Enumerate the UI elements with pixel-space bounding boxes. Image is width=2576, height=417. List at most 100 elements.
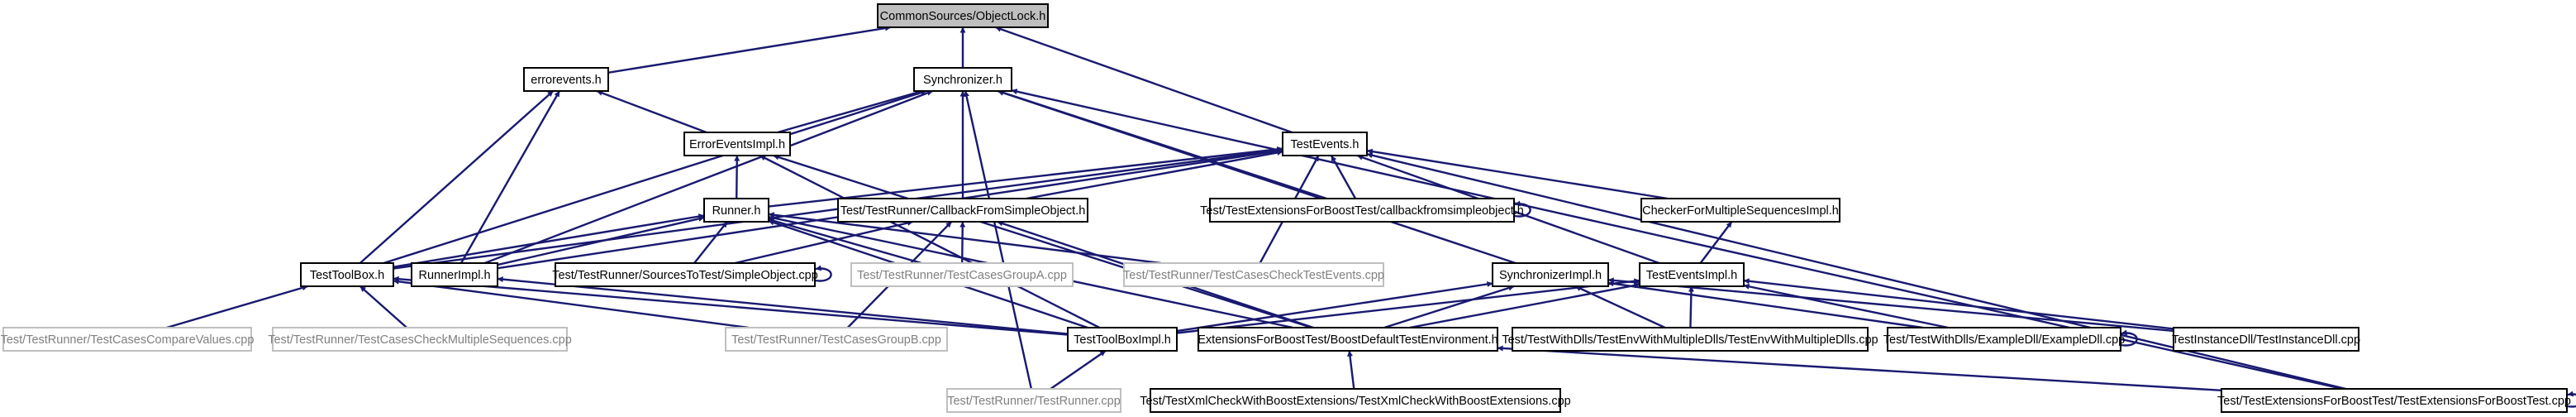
node-runner-label: Runner.h bbox=[712, 204, 761, 218]
node-testcasesgroupb[interactable]: Test/TestRunner/TestCasesGroupB.cpp bbox=[725, 327, 948, 352]
node-synchronizer-label: Synchronizer.h bbox=[923, 74, 1002, 87]
edge-sourcestotest-to-callbackfromsimpleobject bbox=[735, 220, 914, 265]
edge-runnerimpl-to-synchronizer bbox=[484, 89, 933, 265]
edge-testcasesgroupb-to-testtoolbox bbox=[393, 278, 749, 329]
node-synchronizerimpl-label: SynchronizerImpl.h bbox=[1499, 269, 1602, 282]
node-callbackfromsimpleobject[interactable]: Test/TestRunner/CallbackFromSimpleObject… bbox=[837, 198, 1088, 223]
node-testextensionsforboosttest[interactable]: Test/TestExtensionsForBoostTest/TestExte… bbox=[2217, 388, 2571, 413]
node-testeventsimpl[interactable]: TestEventsImpl.h bbox=[1639, 262, 1745, 287]
node-testcaseschecktestevents-label: Test/TestRunner/TestCasesCheckTestEvents… bbox=[1123, 269, 1384, 282]
edge-runnerimpl-to-errorevents bbox=[459, 90, 561, 264]
edge-testeventsimpl-to-checkerformultiple bbox=[1699, 221, 1733, 264]
node-synchronizerimpl[interactable]: SynchronizerImpl.h bbox=[1492, 262, 1609, 287]
node-callbackfromsimpleobject-boost-label: Test/TestExtensionsForBoostTest/callback… bbox=[1200, 204, 1524, 218]
node-testevents[interactable]: TestEvents.h bbox=[1282, 132, 1368, 156]
edge-exampledll-to-testeventsimpl bbox=[1743, 283, 1949, 329]
node-objectlock-label: CommonSources/ObjectLock.h bbox=[880, 10, 1046, 23]
edge-testcasescomparevalues-to-testtoolbox bbox=[166, 285, 308, 329]
node-testrunner[interactable]: Test/TestRunner/TestRunner.cpp bbox=[946, 388, 1121, 413]
edge-sourcestotest-to-sourcestotest bbox=[814, 265, 832, 282]
edge-testtoolboximpl-to-erroreventsimpl bbox=[759, 154, 1100, 329]
node-testeventsimpl-label: TestEventsImpl.h bbox=[1646, 269, 1737, 282]
node-extensionsforboost[interactable]: ExtensionsForBoostTest/BoostDefaultTestE… bbox=[1198, 327, 1498, 352]
edge-testinstancedll-to-synchronizerimpl bbox=[1607, 277, 2174, 333]
node-testrunner-label: Test/TestRunner/TestRunner.cpp bbox=[947, 395, 1121, 408]
edge-testtoolbox-to-errorevents bbox=[359, 90, 555, 264]
edge-testenvwithmultipledlls-to-testeventsimpl bbox=[1688, 285, 1694, 328]
edge-errorevents-to-objectlock bbox=[607, 25, 892, 74]
node-callbackfromsimpleobject-boost[interactable]: Test/TestExtensionsForBoostTest/callback… bbox=[1200, 198, 1524, 223]
edge-testextensionsforboosttest-to-testextensionsforboosttest bbox=[2566, 391, 2576, 408]
node-runner[interactable]: Runner.h bbox=[703, 198, 769, 223]
node-testcasesgroupb-label: Test/TestRunner/TestCasesGroupB.cpp bbox=[731, 333, 941, 347]
node-testcasescomparevalues[interactable]: Test/TestRunner/TestCasesCompareValues.c… bbox=[1, 327, 255, 352]
node-testxmlcheck-label: Test/TestXmlCheckWithBoostExtensions/Tes… bbox=[1140, 395, 1570, 408]
edge-sourcestotest-to-runner bbox=[693, 221, 728, 264]
edge-runner-to-erroreventsimpl bbox=[734, 155, 740, 199]
edge-testtoolbox-to-runner bbox=[393, 213, 705, 268]
node-testxmlcheck[interactable]: Test/TestXmlCheckWithBoostExtensions/Tes… bbox=[1140, 388, 1571, 413]
node-testtoolboximpl[interactable]: TestToolBoxImpl.h bbox=[1067, 327, 1178, 352]
node-testextensionsforboosttest-label: Test/TestExtensionsForBoostTest/TestExte… bbox=[2217, 395, 2571, 408]
node-objectlock[interactable]: CommonSources/ObjectLock.h bbox=[877, 3, 1049, 28]
node-testevents-label: TestEvents.h bbox=[1290, 138, 1359, 151]
edge-runner-to-testevents bbox=[768, 146, 1283, 208]
node-errorevents-label: errorevents.h bbox=[531, 74, 601, 87]
edge-exampledll-to-synchronizerimpl bbox=[1607, 280, 1923, 329]
edge-testtoolboximpl-to-runnerimpl bbox=[497, 276, 1069, 335]
node-testcasescomparevalues-label: Test/TestRunner/TestCasesCompareValues.c… bbox=[1, 333, 255, 347]
edge-testcasesgroupa-to-runner bbox=[768, 218, 922, 265]
edge-exampledll-to-exampledll bbox=[2120, 329, 2138, 347]
node-runnerimpl-label: RunnerImpl.h bbox=[418, 269, 490, 282]
edge-extensionsforboost-to-erroreventsimpl bbox=[773, 154, 1312, 329]
node-callbackfromsimpleobject-label: Test/TestRunner/CallbackFromSimpleObject… bbox=[840, 204, 1086, 218]
node-exampledll[interactable]: Test/TestWithDlls/ExampleDll/ExampleDll.… bbox=[1883, 327, 2126, 352]
edge-testtoolbox-to-synchronizer bbox=[383, 89, 927, 265]
node-errorevents[interactable]: errorevents.h bbox=[523, 67, 609, 92]
edge-extensionsforboost-to-testeventsimpl bbox=[1409, 282, 1640, 329]
edge-testtoolboximpl-to-testeventsimpl bbox=[1176, 278, 1640, 334]
node-synchronizer[interactable]: Synchronizer.h bbox=[913, 67, 1012, 92]
node-sourcestotest-label: Test/TestRunner/SourcesToTest/SimpleObje… bbox=[552, 269, 818, 282]
node-erroreventsimpl-label: ErrorEventsImpl.h bbox=[689, 138, 785, 151]
node-extensionsforboost-label: ExtensionsForBoostTest/BoostDefaultTestE… bbox=[1198, 333, 1498, 347]
node-testinstancedll-label: TestInstanceDll/TestInstanceDll.cpp bbox=[2172, 333, 2360, 347]
edge-testextensionsforboosttest-to-extensionsforboost bbox=[1497, 345, 2222, 391]
edge-testinstancedll-to-testeventsimpl bbox=[1743, 278, 2174, 330]
edge-checkerformultiple-to-testevents bbox=[1366, 148, 1669, 200]
node-sourcestotest[interactable]: Test/TestRunner/SourcesToTest/SimpleObje… bbox=[552, 262, 818, 287]
node-testtoolboximpl-label: TestToolBoxImpl.h bbox=[1074, 333, 1171, 347]
node-testcasesgroupa-label: Test/TestRunner/TestCasesGroupA.cpp bbox=[857, 269, 1067, 282]
node-testenvwithmultipledlls-label: Test/TestWithDlls/TestEnvWithMultipleDll… bbox=[1502, 333, 1878, 347]
node-exampledll-label: Test/TestWithDlls/ExampleDll/ExampleDll.… bbox=[1883, 333, 2126, 347]
node-testcasescheckmultiple-label: Test/TestRunner/TestCasesCheckMultipleSe… bbox=[268, 333, 572, 347]
edge-callbackfromsimpleobject_boost-to-callbackfromsimpleobject_boost bbox=[1513, 200, 1531, 218]
edge-erroreventsimpl-to-synchronizer bbox=[777, 89, 923, 134]
edge-testrunner-to-synchronizer bbox=[964, 90, 1033, 390]
edge-testenvwithmultipledlls-to-synchronizerimpl bbox=[1574, 285, 1666, 329]
node-checkerformultiple-label: CheckerForMultipleSequencesImpl.h bbox=[1642, 204, 1839, 218]
edge-testrunner-to-testtoolboximpl bbox=[1050, 350, 1107, 390]
node-testcasescheckmultiple[interactable]: Test/TestRunner/TestCasesCheckMultipleSe… bbox=[268, 327, 572, 352]
node-erroreventsimpl[interactable]: ErrorEventsImpl.h bbox=[683, 132, 791, 156]
edge-synchronizerimpl-to-synchronizer bbox=[997, 89, 1517, 265]
node-testinstancedll[interactable]: TestInstanceDll/TestInstanceDll.cpp bbox=[2172, 327, 2360, 352]
nodes-layer: CommonSources/ObjectLock.h errorevents.h… bbox=[1, 3, 2571, 413]
edge-testtoolboximpl-to-testtoolbox bbox=[393, 276, 1069, 336]
edges-layer bbox=[166, 25, 2576, 408]
node-checkerformultiple[interactable]: CheckerForMultipleSequencesImpl.h bbox=[1640, 198, 1840, 223]
edge-testcasescheckmultiple-to-testtoolbox bbox=[359, 285, 407, 328]
node-testcasesgroupa[interactable]: Test/TestRunner/TestCasesGroupA.cpp bbox=[850, 262, 1074, 287]
edge-runnerimpl-to-runner bbox=[497, 215, 705, 266]
edge-testxmlcheck-to-extensionsforboost bbox=[1347, 350, 1355, 390]
edge-testcasesgroupa-to-callbackfromsimpleobject bbox=[959, 221, 966, 264]
edge-testevents-to-objectlock bbox=[995, 26, 1293, 134]
node-runnerimpl[interactable]: RunnerImpl.h bbox=[411, 262, 498, 287]
node-testenvwithmultipledlls[interactable]: Test/TestWithDlls/TestEnvWithMultipleDll… bbox=[1502, 327, 1878, 352]
edge-erroreventsimpl-to-errorevents bbox=[596, 89, 707, 134]
edge-testtoolboximpl-to-synchronizerimpl bbox=[1176, 281, 1493, 333]
edge-extensionsforboost-to-synchronizerimpl bbox=[1383, 285, 1515, 329]
node-testcaseschecktestevents[interactable]: Test/TestRunner/TestCasesCheckTestEvents… bbox=[1123, 262, 1384, 287]
node-testtoolbox[interactable]: TestToolBox.h bbox=[300, 262, 394, 287]
